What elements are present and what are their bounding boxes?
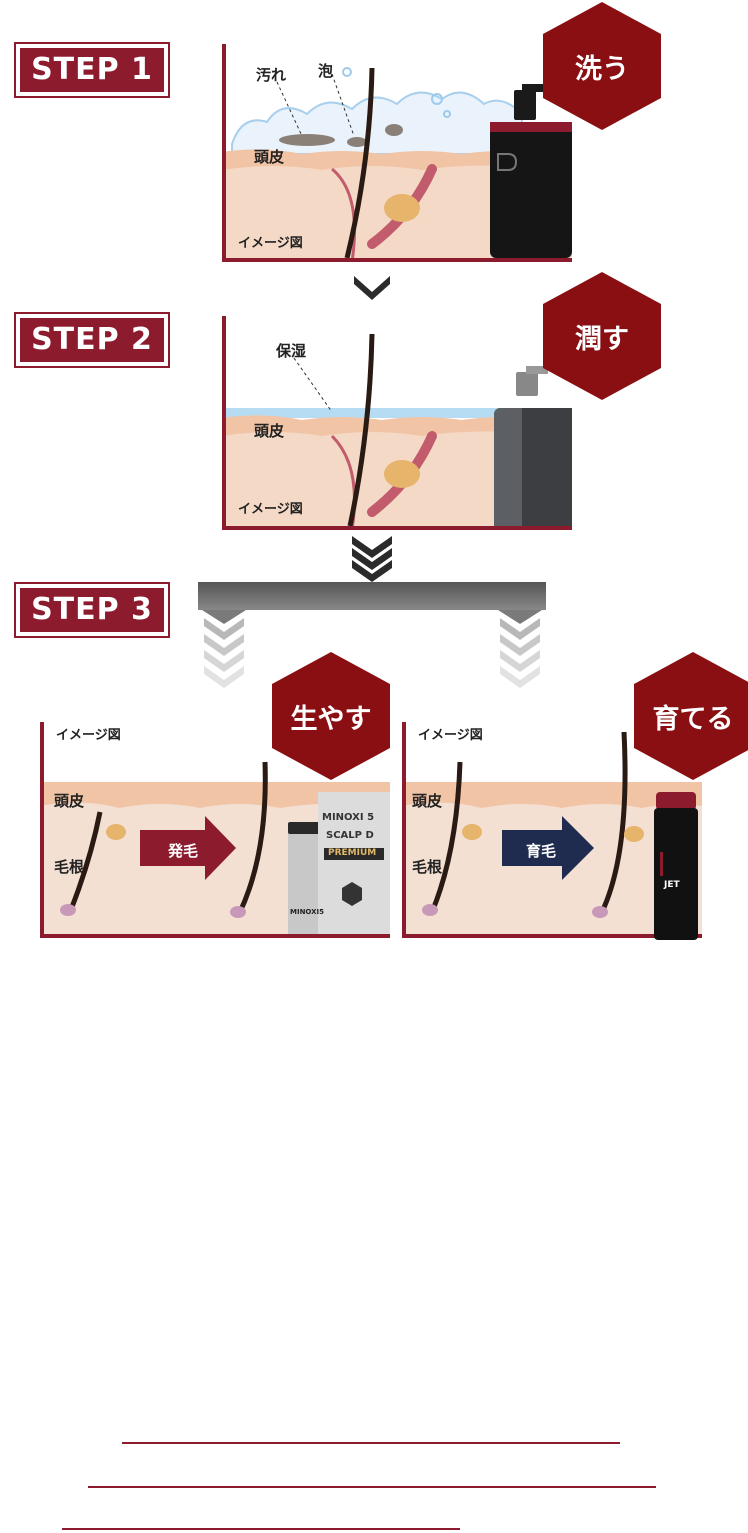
- image-note: イメージ図: [238, 502, 303, 517]
- product-grade: PREMIUM: [328, 848, 377, 858]
- step1-label: STEP 1: [20, 48, 164, 92]
- branch-connector: [198, 582, 546, 688]
- dirt-label: 汚れ: [256, 66, 287, 84]
- scalp-label: 頭皮: [254, 422, 285, 440]
- step1-action: 洗う: [575, 53, 629, 85]
- scalp-label: 頭皮: [412, 792, 443, 810]
- scalp-label: 頭皮: [254, 148, 285, 166]
- step2-action: 潤す: [575, 323, 629, 355]
- foam-label: 泡: [318, 62, 334, 80]
- product-name: MINOXI 5: [322, 812, 375, 823]
- nurture-action: 育てる: [652, 703, 734, 735]
- growth-arrow-label: 発毛: [168, 842, 199, 860]
- image-note: イメージ図: [56, 728, 121, 743]
- jet-product-name: JET: [664, 880, 680, 890]
- grow-action-hexagon: 生やす: [272, 652, 390, 780]
- underline-1: [122, 1442, 620, 1444]
- product-brand: SCALP D: [326, 830, 374, 841]
- nurture-arrow-label: 育毛: [526, 842, 557, 860]
- step3-badge: STEP 3: [12, 580, 172, 640]
- nurture-diagram: イメージ図 頭皮 毛根 育毛: [402, 722, 702, 938]
- grow-action: 生やす: [290, 703, 372, 735]
- step1-action-hexagon: 洗う: [543, 2, 661, 130]
- grow-illustration: [40, 761, 390, 938]
- image-note: イメージ図: [418, 728, 483, 743]
- underline-2: [88, 1486, 656, 1488]
- nurture-action-hexagon: 育てる: [634, 652, 748, 780]
- step2-badge: STEP 2: [12, 310, 172, 370]
- step1-illustration: [222, 67, 572, 262]
- scalp-label: 頭皮: [54, 792, 85, 810]
- product-bottle-name: MINOXI5: [290, 908, 325, 916]
- moisture-label: 保湿: [276, 342, 307, 360]
- root-label: 毛根: [54, 858, 85, 876]
- step2-label: STEP 2: [20, 318, 164, 362]
- root-label: 毛根: [412, 858, 443, 876]
- grow-diagram: イメージ図 頭皮 毛根 発毛 SCALP D MINOXI 5 PREMIUM …: [40, 722, 390, 938]
- image-note: イメージ図: [238, 236, 303, 251]
- chevron-down-icon: [352, 536, 392, 582]
- nurture-illustration: [402, 731, 702, 938]
- step2-illustration: [222, 333, 572, 530]
- underline-3: [62, 1528, 460, 1530]
- jet-product-image: [654, 792, 698, 940]
- step1-badge: STEP 1: [12, 40, 172, 100]
- chevron-down-icon: [354, 276, 390, 300]
- step2-action-hexagon: 潤す: [543, 272, 661, 400]
- step2-diagram: 保湿 頭皮 イメージ図: [222, 316, 572, 530]
- step1-diagram: 汚れ 泡 頭皮 イメージ図: [222, 44, 572, 262]
- step3-label: STEP 3: [20, 588, 164, 632]
